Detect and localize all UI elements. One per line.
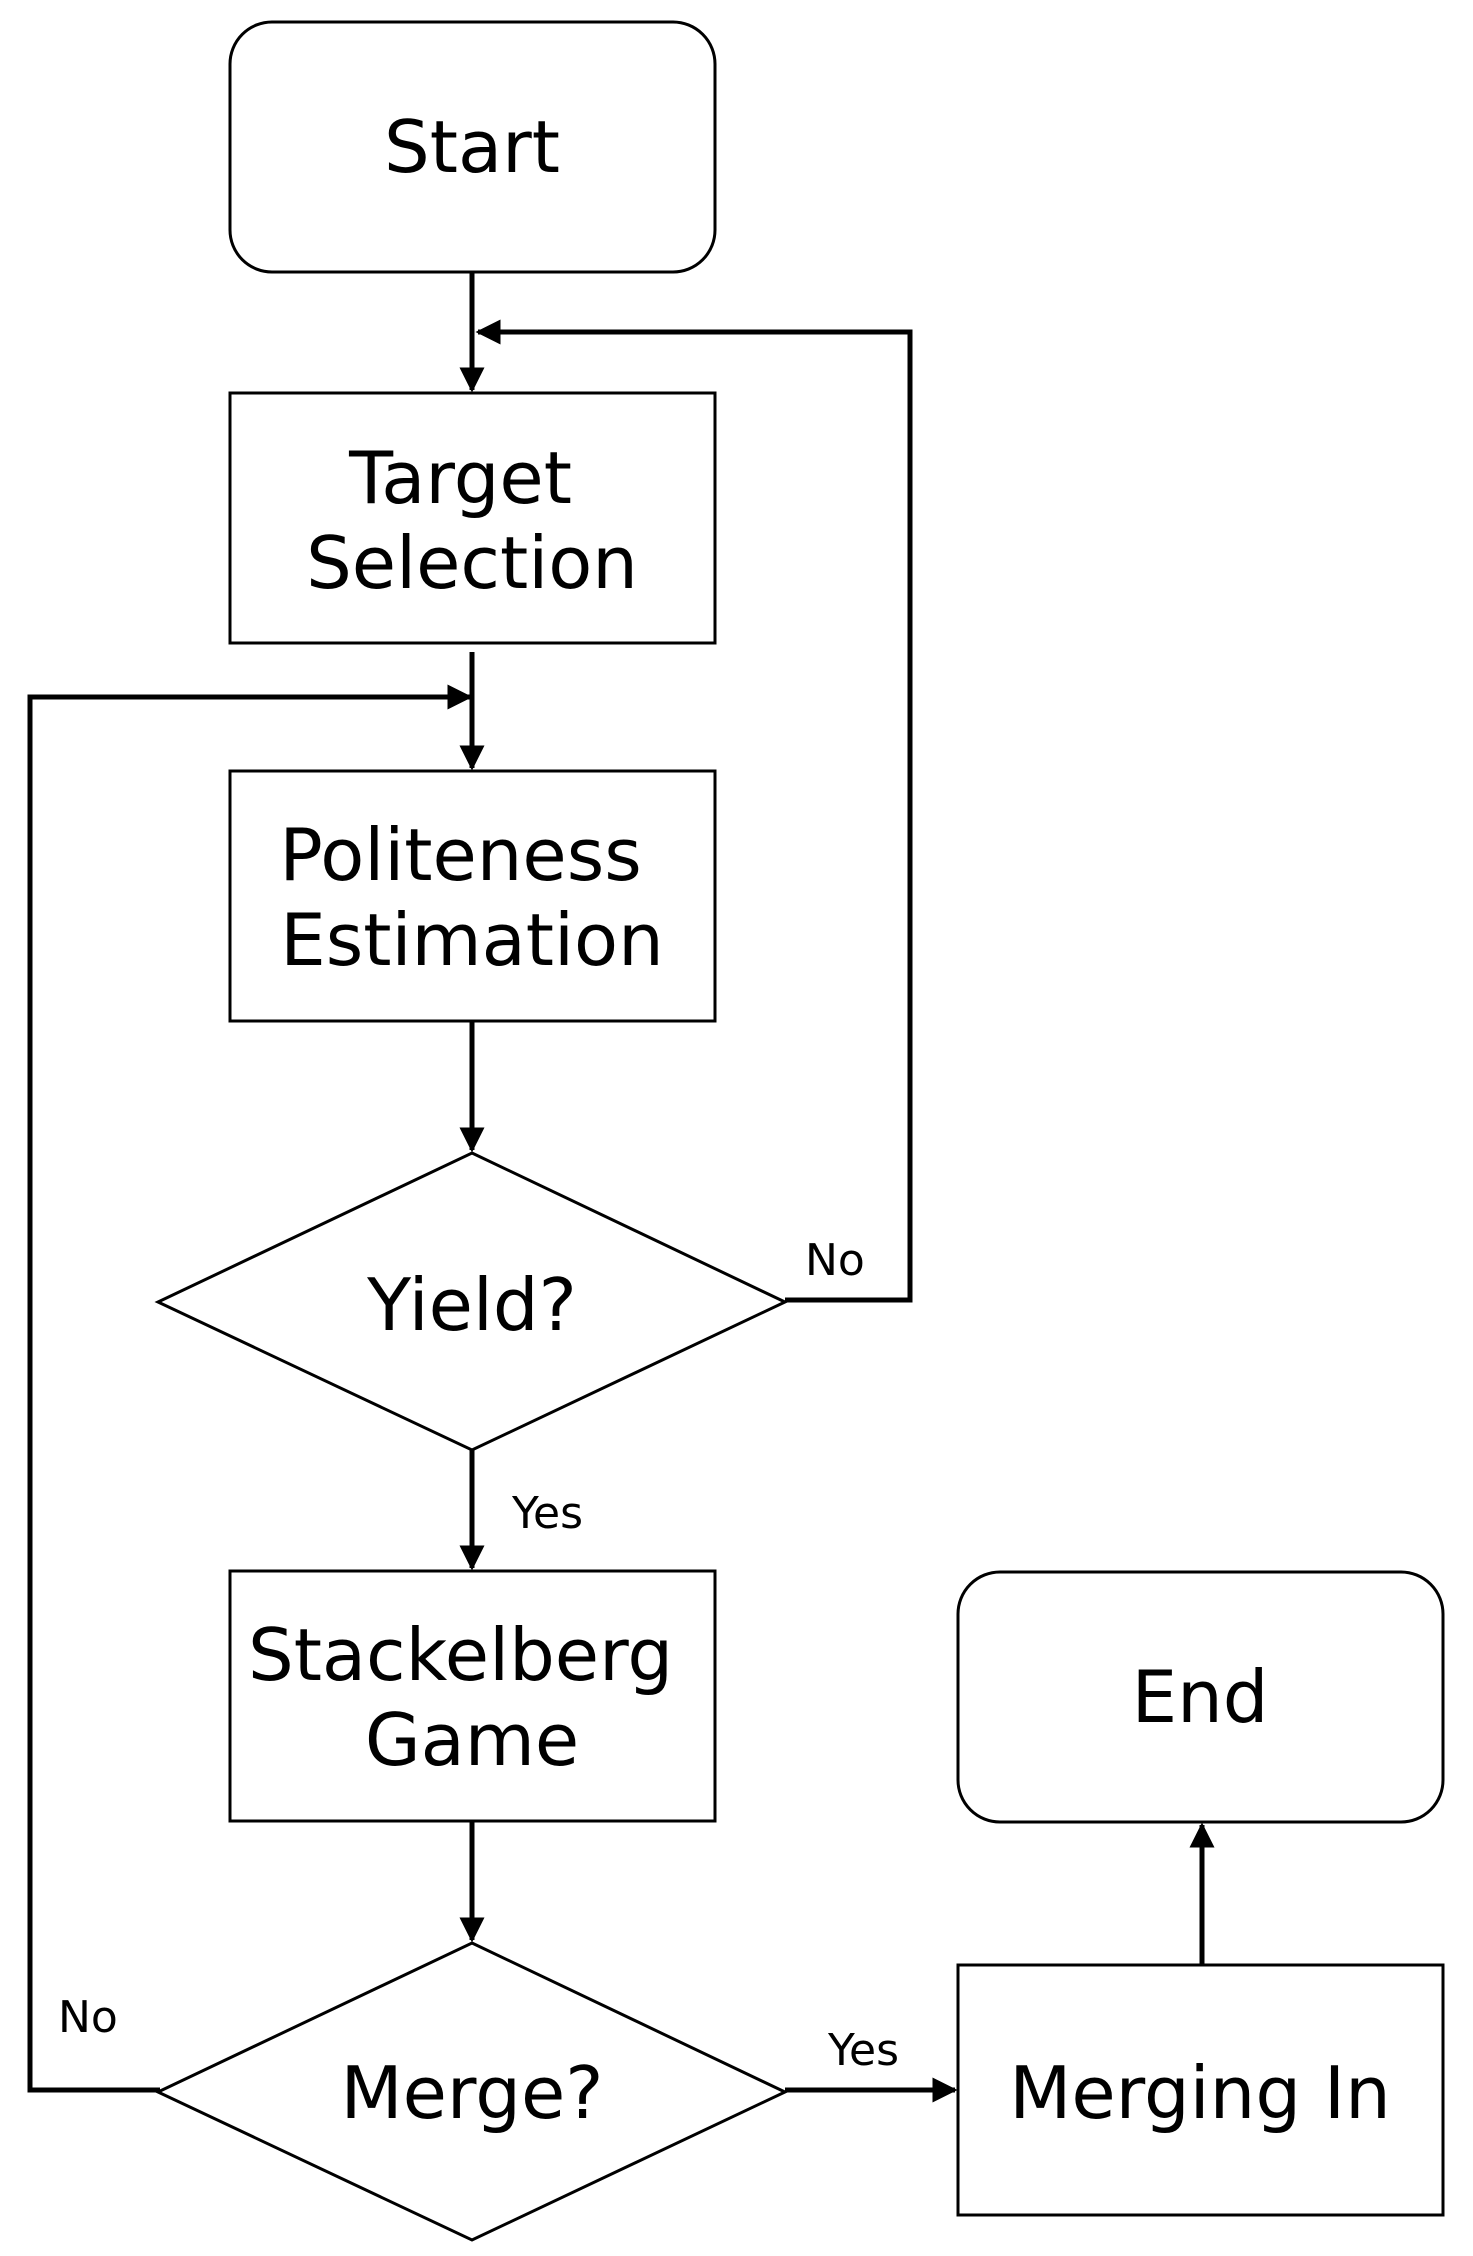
end-label: End: [1132, 1655, 1269, 1739]
merge-no-label: No: [58, 1992, 118, 2043]
start-label: Start: [384, 105, 560, 189]
stackelberg-game-node: Stackelberg Game: [228, 1569, 717, 1823]
edge-yield-no-loop: [475, 319, 913, 1303]
edges: [27, 272, 1215, 2103]
target-selection-process-shape: [228, 391, 717, 645]
start-terminal-shape: [228, 20, 717, 274]
merge-decision-diamond: [154, 1941, 789, 2242]
politeness-estimation-node: Politeness Estimation: [228, 769, 717, 1023]
merging-in-label: Merging In: [1009, 2051, 1391, 2135]
yield-decision-node: Yield?: [154, 1151, 789, 1452]
start-node: Start: [228, 20, 717, 274]
target-selection-line-1: Target: [348, 436, 572, 520]
politeness-estimation-label: Politeness Estimation: [279, 813, 664, 982]
yield-no-label: No: [805, 1235, 865, 1286]
politeness-estimation-process-shape: [228, 769, 717, 1023]
end-terminal-shape: [956, 1570, 1445, 1824]
merge-decision-node: Merge?: [154, 1941, 789, 2242]
stackelberg-game-process-shape: [228, 1569, 717, 1823]
merge-yes-label: Yes: [827, 2025, 899, 2076]
stackelberg-game-line-1: Stackelberg: [248, 1613, 673, 1697]
yield-yes-label: Yes: [511, 1488, 583, 1539]
politeness-estimation-line-2: Estimation: [280, 898, 663, 982]
stackelberg-game-line-2: Game: [365, 1698, 579, 1782]
merging-in-process-shape: [956, 1963, 1445, 2217]
yield-decision-diamond: [154, 1151, 789, 1452]
target-selection-node: Target Selection: [228, 391, 717, 645]
end-node: End: [956, 1570, 1445, 1824]
target-selection-label: Target Selection: [306, 436, 638, 605]
politeness-estimation-line-1: Politeness: [279, 813, 641, 897]
merging-in-node: Merging In: [956, 1963, 1445, 2217]
edge-merge-no-loop: [27, 684, 473, 2093]
yield-decision-label: Yield?: [366, 1263, 577, 1347]
target-selection-line-2: Selection: [306, 521, 638, 605]
stackelberg-game-label: Stackelberg Game: [248, 1613, 696, 1782]
edge-labels: No Yes No Yes: [58, 1235, 899, 2076]
merge-decision-label: Merge?: [341, 2051, 604, 2135]
